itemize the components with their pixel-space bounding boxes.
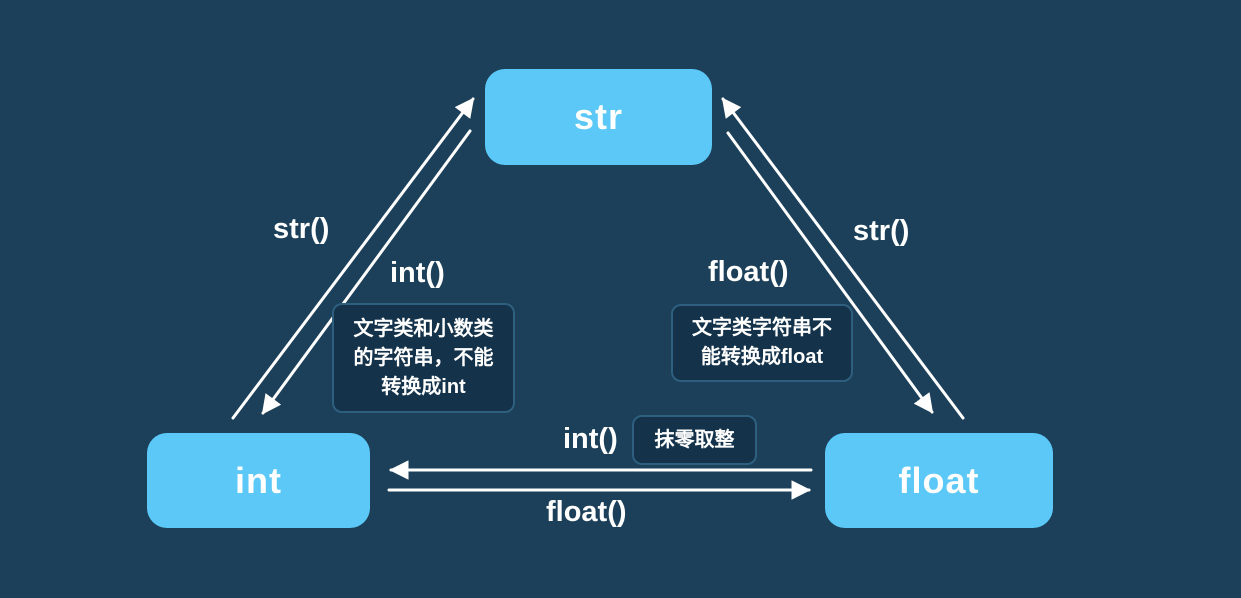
note-str-to-int: 文字类和小数类 的字符串，不能 转换成int bbox=[332, 303, 515, 413]
note-line: 转换成int bbox=[381, 375, 466, 398]
note-line: 文字类字符串不 bbox=[692, 317, 832, 339]
node-float: float bbox=[825, 433, 1053, 528]
node-float-label: float bbox=[898, 459, 980, 501]
edge-label-str-to-float: float() bbox=[708, 256, 789, 288]
arrow-int-to-str bbox=[231, 97, 475, 420]
note-line: 文字类和小数类 bbox=[353, 317, 494, 340]
arrow-str-to-int bbox=[261, 129, 472, 415]
node-int-label: int bbox=[235, 459, 282, 501]
edge-label-int-to-float: float() bbox=[546, 496, 627, 528]
arrow-str-to-float bbox=[726, 131, 934, 414]
edge-label-float-to-int: int() bbox=[563, 423, 618, 455]
arrow-float-to-str bbox=[721, 97, 965, 420]
note-str-to-float: 文字类字符串不 能转换成float bbox=[671, 304, 853, 382]
note-float-to-int: 抹零取整 bbox=[632, 415, 757, 465]
note-line: 能转换成float bbox=[700, 346, 824, 368]
note-line: 抹零取整 bbox=[654, 428, 735, 451]
edge-label-str-to-int: int() bbox=[390, 257, 445, 289]
node-int: int bbox=[147, 433, 370, 528]
node-str-label: str bbox=[573, 96, 624, 137]
node-str: str bbox=[485, 69, 712, 165]
edge-label-int-to-str: str() bbox=[273, 213, 330, 245]
edge-label-float-to-str: str() bbox=[853, 215, 910, 247]
note-line: 的字符串，不能 bbox=[353, 346, 494, 369]
